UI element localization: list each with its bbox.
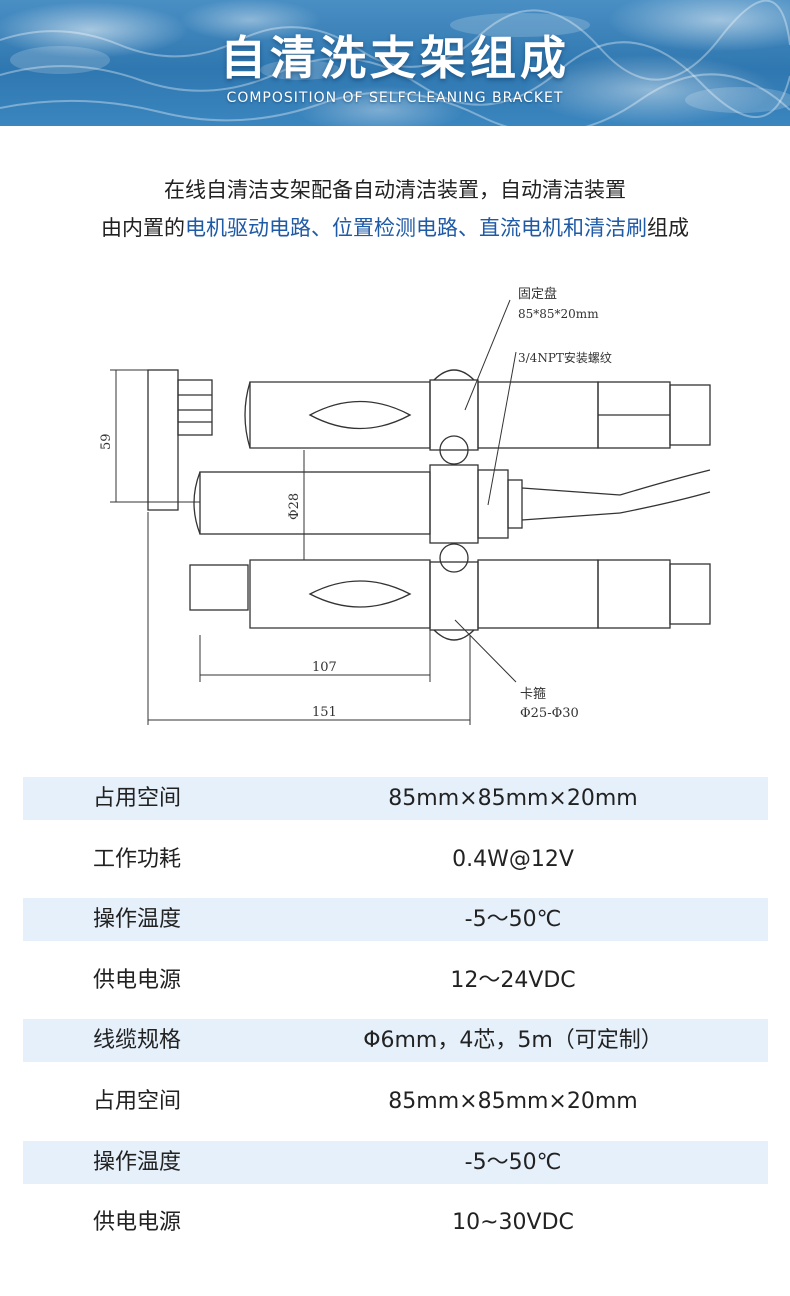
spec-label: 占用空间 — [93, 786, 182, 811]
connector-lower — [189, 564, 249, 611]
lower-clamp-ring — [439, 543, 469, 573]
intro-suffix: 组成 — [647, 216, 689, 240]
intro-prefix: 由内置的 — [101, 216, 185, 240]
spec-value: 10~30VDC — [452, 1210, 574, 1236]
intro-line-1: 在线自清洁支架配备自动清洁装置，自动清洁装置 — [164, 178, 626, 202]
upper-sensor-body — [249, 381, 431, 449]
intro-line-2: 由内置的电机驱动电路、位置检测电路、直流电机和清洁刷组成 — [0, 212, 790, 242]
upper-sensor-window — [308, 400, 412, 430]
spec-label: 操作温度 — [93, 1149, 182, 1175]
callout-plate-size: 85*85*20mm — [518, 307, 599, 321]
upper-clamp — [429, 379, 479, 451]
dim-label-107: 107 — [312, 660, 337, 675]
intro-highlight: 电机驱动电路、位置检测电路、直流电机和清洁刷 — [185, 216, 647, 240]
lower-sensor-tail — [477, 559, 599, 629]
cable — [619, 469, 711, 514]
cable-taper — [521, 487, 621, 521]
page-title: 自清洗支架组成 — [220, 31, 570, 85]
spec-row: 占用空间 85mm×85mm×20mm — [23, 1080, 768, 1123]
spec-value: 85mm×85mm×20mm — [388, 1088, 638, 1114]
spec-table: 占用空间 85mm×85mm×20mm 工作功耗 0.4W@12V 操作温度 -… — [23, 777, 768, 1262]
spec-value: 85mm×85mm×20mm — [388, 786, 638, 811]
spec-value: 12～24VDC — [450, 967, 576, 993]
lower-sensor-cap — [669, 563, 711, 625]
spec-value: -5～50℃ — [464, 1149, 562, 1175]
spec-label: 供电电源 — [93, 1210, 182, 1236]
header-banner: 自清洗支架组成 COMPOSITION OF SELFCLEANING BRAC… — [0, 0, 790, 126]
spec-value: 0.4W@12V — [452, 846, 574, 872]
dim-label-59: 59 — [99, 433, 114, 450]
upper-clamp-ring — [439, 435, 469, 465]
lower-sensor-window — [308, 580, 412, 608]
page-subtitle: COMPOSITION OF SELFCLEANING BRACKET — [226, 90, 564, 106]
spec-row: 供电电源 10~30VDC — [23, 1201, 768, 1244]
upper-sensor-cap — [669, 384, 711, 446]
spec-row: 工作功耗 0.4W@12V — [23, 838, 768, 881]
water-texture — [0, 0, 790, 126]
spec-label: 线缆规格 — [93, 1028, 182, 1054]
spec-row: 供电电源 12～24VDC — [23, 959, 768, 1002]
spec-row: 操作温度 -5～50℃ — [23, 898, 768, 942]
leader-clamp — [454, 619, 517, 683]
leader-thread — [487, 351, 517, 506]
callout-thread: 3/4NPT安装螺纹 — [518, 350, 612, 365]
spec-label: 供电电源 — [93, 967, 182, 993]
central-hub — [429, 464, 479, 544]
spec-value: Φ6mm，4芯，5m（可定制） — [363, 1028, 663, 1054]
spec-row: 占用空间 85mm×85mm×20mm — [23, 777, 768, 820]
spec-label: 操作温度 — [93, 907, 182, 933]
spec-label: 工作功耗 — [93, 846, 182, 872]
technical-drawing: 固定盘 85*85*20mm 3/4NPT安装螺纹 卡箍 Φ25-Φ30 59 … — [99, 286, 711, 725]
leader-plate — [464, 299, 511, 411]
dim-label-dia: Φ28 — [287, 493, 302, 520]
spec-value: -5～50℃ — [464, 907, 562, 933]
callout-plate: 固定盘 — [518, 286, 557, 302]
callout-clamp: 卡箍 — [520, 686, 546, 702]
spec-row: 线缆规格 Φ6mm，4芯，5m（可定制） — [23, 1019, 768, 1063]
upper-sensor-tail — [477, 381, 599, 449]
lower-sensor-body — [249, 559, 431, 629]
spec-row: 操作温度 -5～50℃ — [23, 1140, 768, 1184]
middle-cylinder — [199, 471, 431, 535]
fixing-plate — [147, 369, 179, 511]
spec-label: 占用空间 — [93, 1088, 182, 1114]
callout-clamp-size: Φ25-Φ30 — [520, 706, 579, 721]
dim-label-151: 151 — [312, 705, 337, 720]
connector-upper — [177, 379, 213, 436]
